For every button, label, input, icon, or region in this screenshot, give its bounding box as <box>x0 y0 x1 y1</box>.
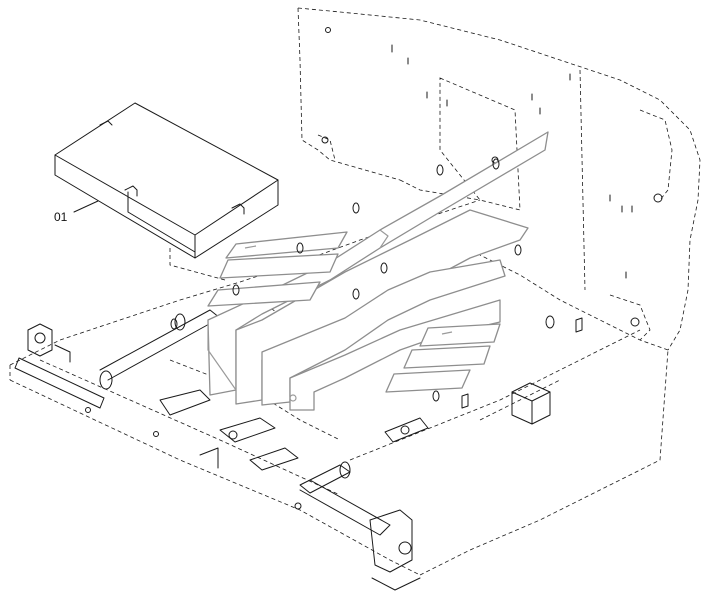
left-crossmember <box>14 309 221 437</box>
right-side-hardware <box>461 315 640 425</box>
rear-panel-fastener-marks <box>321 27 663 279</box>
front-crossmember <box>299 417 429 591</box>
battery-box[interactable] <box>54 102 279 281</box>
rear-frame-panel <box>297 7 701 351</box>
callout-01: 01 <box>54 200 99 224</box>
callout-01-label: 01 <box>54 210 68 224</box>
tray-bolts <box>170 158 522 402</box>
tray-ribs <box>207 231 501 393</box>
center-brackets <box>199 417 351 510</box>
